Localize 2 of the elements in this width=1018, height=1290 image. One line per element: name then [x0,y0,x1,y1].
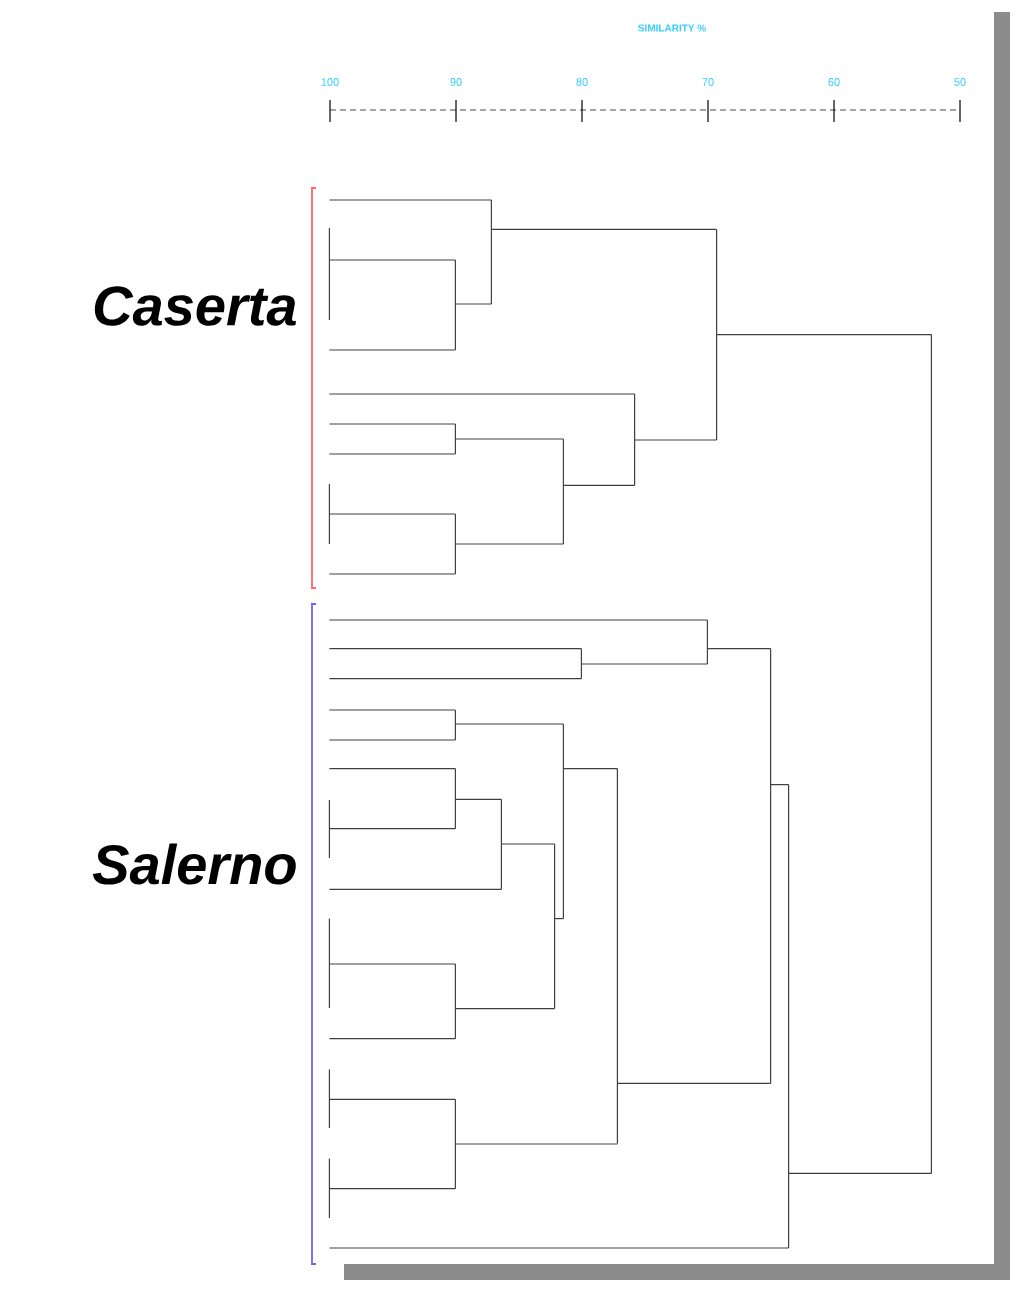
group-label: Salerno [92,843,296,885]
group-label: Caserta [94,286,296,326]
